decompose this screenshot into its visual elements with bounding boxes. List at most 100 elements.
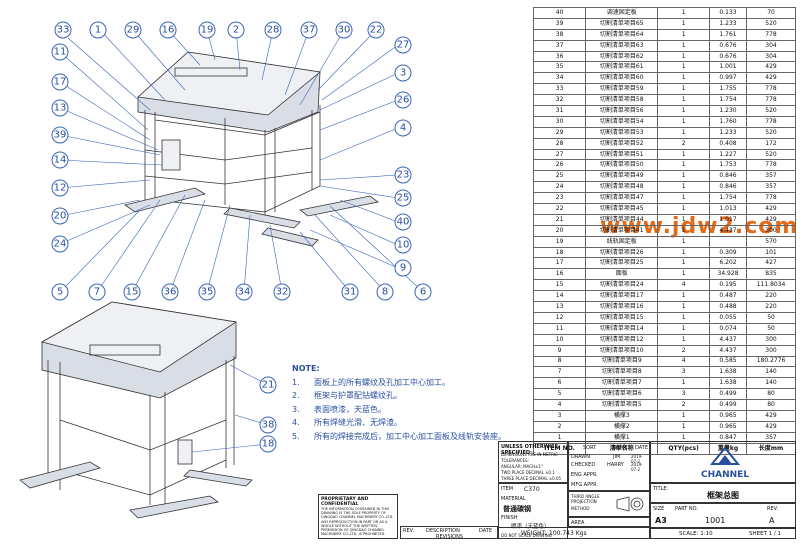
bom-cell: 1.638 [708, 377, 748, 390]
bom-cell: 0.055 [708, 311, 748, 324]
bom-cell: 切割清单项目8 [585, 366, 659, 379]
bom-cell: 切割清单项目9 [585, 355, 659, 368]
revisions-label: REVISIONS [436, 534, 464, 540]
bom-cell: 1 [657, 72, 710, 85]
bom-cell: 1 [657, 94, 710, 107]
dims-label: DIMENSIONS ARE IN METRIC [501, 452, 558, 457]
bom-cell: 778 [746, 159, 796, 172]
bom-cell: 1 [657, 28, 710, 41]
bom-cell: 220 [746, 301, 796, 313]
bom-cell: 1 [657, 257, 710, 270]
bom-cell: 切割清单项目25 [585, 257, 659, 270]
bom-cell: 30 [532, 115, 587, 128]
bom-cell: 3 [657, 366, 710, 379]
bom-cell: 1 [657, 409, 710, 422]
svg-text:9: 9 [400, 263, 406, 274]
bom-cell: 2 [657, 399, 710, 411]
proprietary-text: THE INFORMATION CONTAINED IN THIS DRAWIN… [321, 507, 394, 537]
bom-cell: 19 [532, 235, 587, 248]
bom-cell: 778 [746, 94, 796, 107]
bom-cell: 切割清单项目26 [585, 246, 659, 259]
bom-cell: 线轨固定板 [585, 235, 659, 248]
balloon-28: 28 [264, 21, 282, 39]
bom-cell: 12 [532, 311, 587, 324]
two-place-label: TWO PLACE DECIMAL ±0.1 [501, 470, 555, 475]
bom-cell: 1 [657, 61, 710, 74]
projection-box: THIRD ANGLE PROJECTION METHOD [568, 491, 650, 517]
svg-text:35: 35 [201, 287, 214, 298]
svg-text:23: 23 [397, 170, 410, 181]
bom-cell: 1 [657, 115, 710, 128]
balloon-26: 26 [394, 91, 412, 109]
bom-cell: 31 [532, 105, 587, 117]
bom-cell: 21 [532, 213, 587, 226]
bom-cell [708, 235, 748, 248]
bom-cell: 24 [532, 181, 587, 194]
svg-text:4: 4 [400, 123, 406, 134]
bom-cell: 6.202 [708, 257, 748, 270]
svg-text:6: 6 [420, 287, 426, 298]
note-item: 2.框架与护罩配钻螺纹孔。 [292, 391, 402, 400]
bom-cell: 300 [746, 224, 796, 237]
balloon-36: 36 [161, 283, 179, 301]
bom-cell: 429 [746, 203, 796, 215]
bom-cell: 切割清单项目7 [585, 377, 659, 390]
bom-cell: 切割清单项目58 [585, 94, 659, 107]
bom-cell: 切割清单项目14 [585, 322, 659, 335]
bom-header-cell: ITEM NO. [532, 442, 587, 455]
bom-cell: 1 [657, 311, 710, 324]
bom-cell: 304 [746, 39, 796, 52]
bom-cell: 4.437 [708, 224, 748, 237]
bom-cell: 304 [746, 50, 796, 63]
bom-cell: 70 [746, 7, 796, 19]
rev-label: REV. [767, 506, 778, 512]
bom-cell: 429 [746, 72, 796, 85]
svg-text:20: 20 [54, 211, 67, 222]
bom-cell: 2 [657, 344, 710, 357]
bom-cell: 1.754 [708, 94, 748, 107]
bom-cell: 15 [532, 279, 587, 292]
bom-cell: 0.585 [708, 355, 748, 368]
bom-cell: 0.499 [708, 388, 748, 401]
bom-cell: 32 [532, 94, 587, 107]
bom-cell: 50 [746, 322, 796, 335]
balloon-23: 23 [394, 166, 412, 184]
foot [183, 469, 253, 487]
note-item: 3.表面喷漆，天蓝色。 [292, 404, 386, 414]
bom-cell: 570 [746, 235, 796, 248]
item-label: ITEM [501, 486, 514, 492]
bom-cell: 80 [746, 399, 796, 411]
balloon-34: 34 [235, 283, 253, 301]
method-label: METHOD [571, 506, 590, 511]
svg-text:8: 8 [382, 287, 388, 298]
svg-text:18: 18 [262, 439, 275, 450]
bom-cell: 429 [746, 409, 796, 422]
balloon-22: 22 [367, 21, 385, 39]
bom-cell: 切割清单项目17 [585, 290, 659, 303]
bom-cell: 3 [657, 388, 710, 401]
bom-cell: 1 [657, 7, 710, 19]
three-place-label: THREE PLACE DECIMAL ±0.05 [501, 476, 562, 481]
bom-cell: 横撑3 [585, 409, 659, 422]
cross-member [154, 185, 321, 213]
balloon-39: 39 [51, 126, 69, 144]
bom-cell: 1.760 [708, 115, 748, 128]
balloon-35: 35 [198, 283, 216, 301]
bom-cell: 1.753 [708, 159, 748, 172]
bom-cell: 0.195 [708, 279, 748, 292]
svg-text:24: 24 [54, 239, 67, 250]
bom-cell: 300 [746, 344, 796, 357]
